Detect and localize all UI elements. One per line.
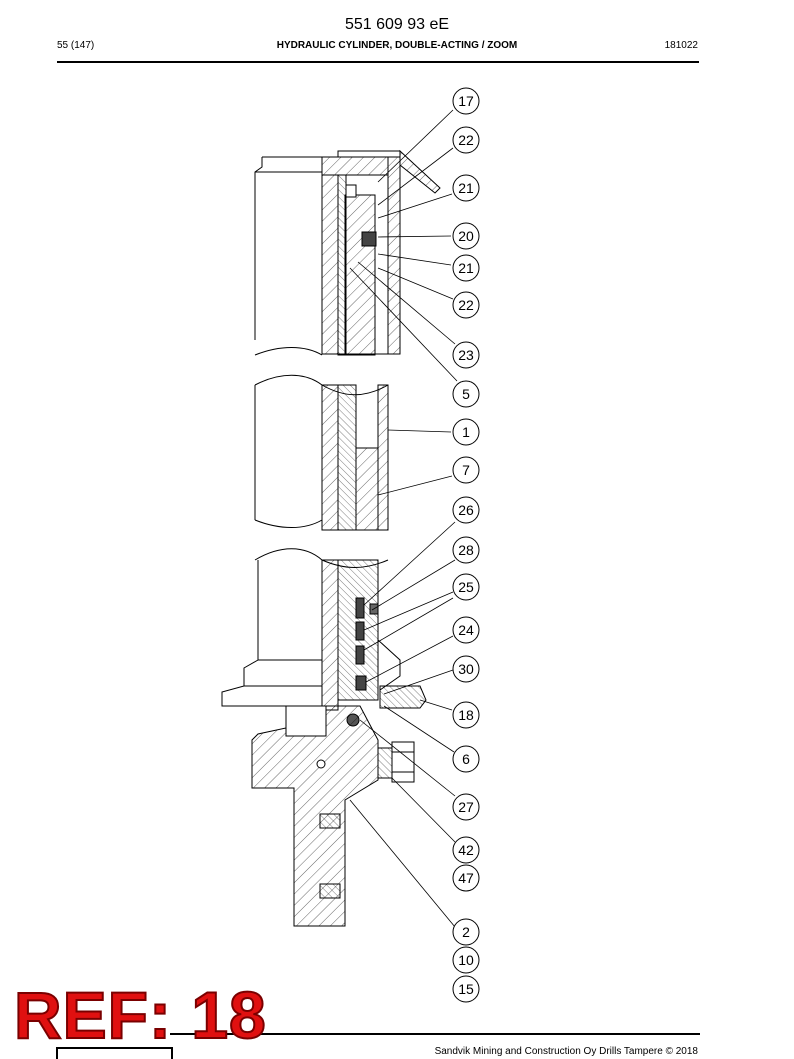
callout-22b xyxy=(452,291,480,319)
callout-30 xyxy=(452,655,480,683)
callout-6 xyxy=(452,745,480,773)
callout-number: 47 xyxy=(458,870,474,886)
port-fitting-18 xyxy=(379,685,427,709)
ref-label: REF: 18 xyxy=(13,978,267,1052)
callout-number: 22 xyxy=(458,297,474,313)
callout-1 xyxy=(452,418,480,446)
tube-wall-middle xyxy=(377,384,389,531)
end-block-2 xyxy=(251,705,379,927)
leader-lines xyxy=(349,109,458,928)
callout-26 xyxy=(452,496,480,524)
spacer-7 xyxy=(355,447,379,531)
callout-21a xyxy=(452,174,480,202)
callouts xyxy=(452,87,480,1003)
head-flange-section xyxy=(399,149,441,194)
seal-24 xyxy=(355,675,367,691)
callout-27 xyxy=(452,793,480,821)
callout-24 xyxy=(452,616,480,644)
footer-rule xyxy=(170,1033,700,1035)
drawing-title: HYDRAULIC CYLINDER, DOUBLE-ACTING / ZOOM xyxy=(276,40,518,51)
callout-number: 20 xyxy=(458,228,474,244)
page-number: 55 (147) xyxy=(57,40,95,51)
callout-number: 27 xyxy=(458,799,474,815)
callout-20 xyxy=(452,222,480,250)
date-code: 181022 xyxy=(664,40,698,51)
rod-wall-top xyxy=(321,174,339,355)
piston-top xyxy=(344,194,376,356)
rod-outline-top-left xyxy=(254,157,263,340)
callout-number: 30 xyxy=(458,661,474,677)
callout-15 xyxy=(452,975,480,1003)
seal-28 xyxy=(355,621,365,641)
callout-number: 25 xyxy=(458,579,474,595)
callout-23 xyxy=(452,341,480,369)
callout-number: 24 xyxy=(458,622,474,638)
fitting-42 xyxy=(377,747,393,779)
callout-number: 1 xyxy=(462,424,470,440)
header-rule xyxy=(57,61,699,63)
callout-number: 15 xyxy=(458,981,474,997)
cylinder-head-top xyxy=(321,156,389,176)
callout-number: 22 xyxy=(458,132,474,148)
copyright-footer: Sandvik Mining and Construction Oy Drill… xyxy=(434,1046,698,1057)
callout-28 xyxy=(452,536,480,564)
callout-number: 21 xyxy=(458,180,474,196)
callout-number: 21 xyxy=(458,260,474,276)
callout-number: 2 xyxy=(462,924,470,940)
callout-21b xyxy=(452,254,480,282)
callout-17 xyxy=(452,87,480,115)
seal-25 xyxy=(355,645,365,665)
callout-25 xyxy=(452,573,480,601)
callout-number: 28 xyxy=(458,542,474,558)
callout-number: 10 xyxy=(458,952,474,968)
callout-number: 5 xyxy=(462,386,470,402)
callout-42 xyxy=(452,836,480,864)
callout-number: 26 xyxy=(458,502,474,518)
seal-20 xyxy=(361,231,377,247)
rod-wall-bottom xyxy=(321,559,339,711)
break-line-top xyxy=(254,347,323,356)
callout-2 xyxy=(452,918,480,946)
callout-47 xyxy=(452,864,480,892)
callout-number: 23 xyxy=(458,347,474,363)
document-number: 551 609 93 eE xyxy=(344,16,450,33)
callout-numbers: 17 22 21 20 21 22 23 5 1 7 26 28 25 24 3… xyxy=(458,93,474,997)
callout-18 xyxy=(452,701,480,729)
callout-number: 18 xyxy=(458,707,474,723)
callout-number: 42 xyxy=(458,842,474,858)
callout-22a xyxy=(452,126,480,154)
rod-wall-middle xyxy=(321,384,339,531)
callout-7 xyxy=(452,456,480,484)
callout-5 xyxy=(452,380,480,408)
callout-number: 6 xyxy=(462,751,470,767)
break-line-middle-bottom xyxy=(254,519,323,528)
callout-number: 17 xyxy=(458,93,474,109)
seal-26 xyxy=(355,597,365,619)
callout-10 xyxy=(452,946,480,974)
callout-number: 7 xyxy=(462,462,470,478)
